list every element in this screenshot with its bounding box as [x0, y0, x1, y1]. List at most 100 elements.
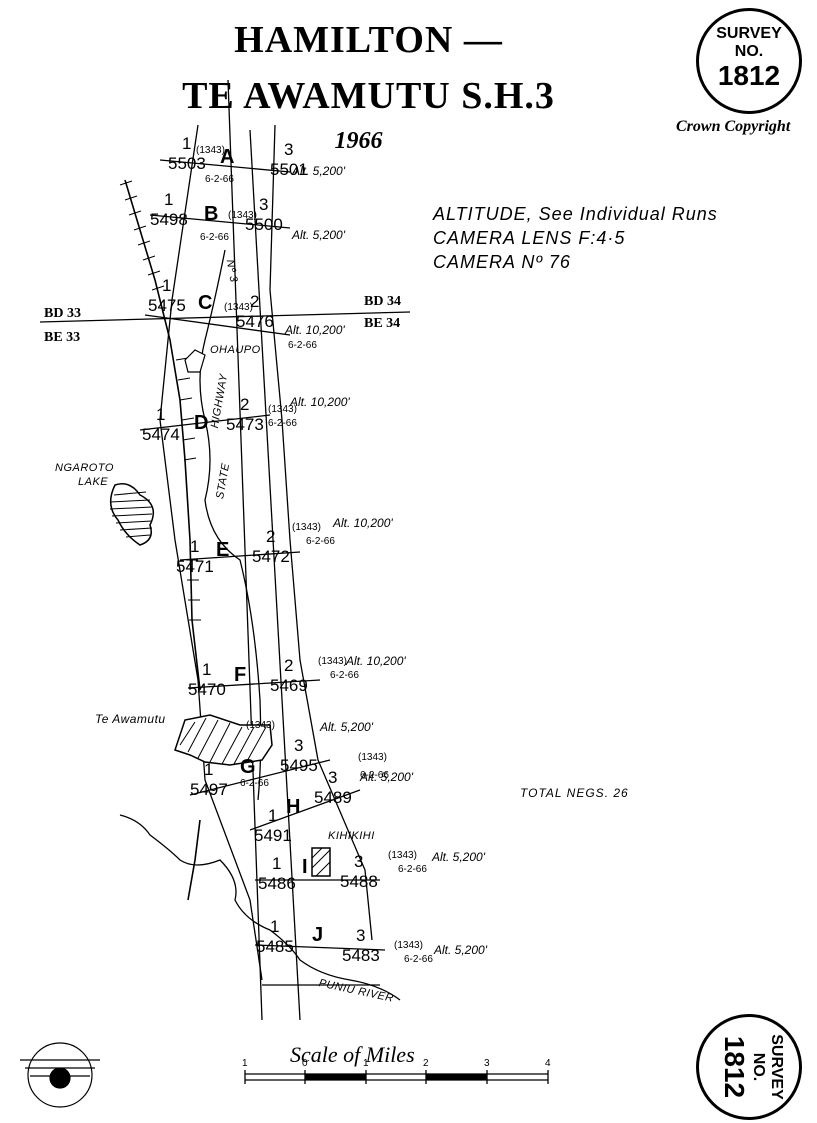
run-j-right-bottom: 5483	[342, 946, 380, 965]
run-c-left-bottom: 5475	[148, 296, 186, 315]
scale-tick-label: 4	[545, 1058, 551, 1069]
run-b-altitude: Alt. 5,200'	[292, 228, 345, 242]
block-boundary-right	[269, 124, 373, 941]
place-kihikihi: KIHIKIHI	[328, 830, 375, 842]
run-i-film: (1343)	[388, 850, 417, 861]
run-f-right-bottom: 5469	[270, 676, 308, 695]
place-lake: LAKE	[78, 476, 109, 488]
altitude-note: ALTITUDE, See Individual Runs	[433, 204, 718, 224]
camera-lens-note: CAMERA LENS F:4·5	[433, 228, 626, 248]
te-awamutu-town	[174, 714, 273, 766]
run-h-altitude: Alt. 5,200'	[360, 770, 413, 784]
run-i-right-bottom: 5488	[340, 872, 378, 891]
run-g-right-bottom: 5495	[280, 756, 318, 775]
map-year: 1966	[334, 128, 383, 154]
run-e-right-bottom: 5472	[252, 547, 290, 566]
run-i-letter: I	[302, 856, 308, 878]
run-b-film: (1343)	[228, 210, 257, 221]
run-e-date: 6-2-66	[306, 536, 335, 547]
run-e-right-top: 2	[266, 527, 276, 546]
run-j-film: (1343)	[394, 940, 423, 951]
survey-seal-bottom: SURVEY NO. 1812	[696, 1014, 802, 1120]
flight-line-vertical-1	[227, 79, 263, 1021]
run-g-left-bottom: 5497	[190, 780, 228, 799]
run-d-right-top: 2	[240, 395, 250, 414]
grid-line	[39, 311, 411, 323]
run-e-left-bottom: 5471	[176, 557, 214, 576]
run-f-date: 6-2-66	[330, 670, 359, 681]
run-g-date: 6-2-66	[240, 778, 269, 789]
run-e-left-top: 1	[190, 537, 200, 556]
run-c-right-bottom: 5476	[236, 312, 274, 331]
run-f-altitude: Alt. 10,200'	[346, 654, 406, 668]
run-i-left-top: 1	[272, 854, 282, 873]
puniu-river	[119, 814, 401, 1001]
run-i-left-bottom: 5486	[258, 874, 296, 893]
run-d-left-top: 1	[156, 405, 166, 424]
run-i-right-top: 3	[354, 852, 364, 871]
run-h-right-bottom: 5489	[314, 788, 352, 807]
run-c-left-top: 1	[162, 276, 172, 295]
highway-route	[199, 249, 262, 801]
run-h-date: 6-2-66	[360, 770, 389, 781]
run-b-right-top: 3	[259, 195, 269, 214]
run-i-altitude: Alt. 5,200'	[432, 850, 485, 864]
run-i-date: 6-2-66	[398, 864, 427, 875]
run-h-left-top: 1	[268, 806, 278, 825]
run-b-letter: B	[204, 203, 219, 225]
nz-aerial-mapping-logo	[20, 1042, 100, 1108]
run-d-film: (1343)	[268, 404, 297, 415]
run-h-left-bottom: 5491	[254, 826, 292, 845]
run-a-right-bottom: 5501	[270, 160, 308, 179]
place-te-awamutu: Te Awamutu	[95, 712, 166, 726]
scale-tick-label: 1	[242, 1058, 248, 1069]
place-ngaroto: NGAROTO	[55, 462, 114, 474]
run-j-right-top: 3	[356, 926, 366, 945]
scale-title: Scale of Miles	[290, 1042, 415, 1067]
grid-code-bd33: BD 33	[44, 306, 81, 321]
run-g-film: (1343)	[246, 720, 275, 731]
run-e-film: (1343)	[292, 522, 321, 533]
run-c-date: 6-2-66	[288, 340, 317, 351]
run-d-left-bottom: 5474	[142, 425, 180, 444]
run-b-left-top: 1	[164, 190, 174, 209]
run-b-left-bottom: 5498	[150, 210, 188, 229]
run-j-letter: J	[312, 924, 324, 946]
run-j-date: 6-2-66	[404, 954, 433, 965]
scale-tick-label: 3	[484, 1058, 490, 1069]
flight-line-vertical-2	[249, 129, 301, 1021]
run-d-altitude: Alt. 10,200'	[290, 395, 350, 409]
run-d-letter: D	[194, 412, 209, 434]
run-a-letter: A	[220, 146, 235, 168]
grid-code-be34: BE 34	[364, 316, 401, 331]
run-d-date: 6-2-66	[268, 418, 297, 429]
run-g-right-top: 3	[294, 736, 304, 755]
run-e-altitude: Alt. 10,200'	[333, 516, 393, 530]
scale-tick-label: 0	[302, 1058, 308, 1069]
run-c-altitude: Alt. 10,200'	[285, 323, 345, 337]
copyright-note: Crown Copyright	[676, 118, 791, 135]
grid-code-be33: BE 33	[44, 330, 81, 345]
scale-tick-label: 1	[363, 1058, 369, 1069]
run-h-right-top: 3	[328, 768, 338, 787]
run-e-letter: E	[216, 539, 230, 561]
run-f-left-top: 1	[202, 660, 212, 679]
run-j-left-top: 1	[270, 917, 280, 936]
run-a-right-top: 3	[284, 140, 294, 159]
run-g-altitude: Alt. 5,200'	[320, 720, 373, 734]
map-title-line2: TE AWAMUTU S.H.3	[182, 75, 555, 117]
run-a-film: (1343)	[196, 145, 225, 156]
scale-tick-label: 2	[423, 1058, 429, 1069]
total-negatives: TOTAL NEGS. 26	[520, 786, 629, 800]
run-a-altitude: Alt. 5,200'	[292, 164, 345, 178]
run-a-date: 6-2-66	[205, 174, 234, 185]
ohaupo-town	[184, 349, 206, 373]
grid-code-bd34: BD 34	[364, 294, 401, 309]
run-b-right-bottom: 5500	[245, 215, 283, 234]
run-j-left-bottom: 5485	[256, 937, 294, 956]
run-f-right-top: 2	[284, 656, 294, 675]
map-title-line1: HAMILTON —	[234, 19, 503, 61]
run-c-right-top: 2	[250, 292, 260, 311]
run-a-left-bottom: 5503	[168, 154, 206, 173]
